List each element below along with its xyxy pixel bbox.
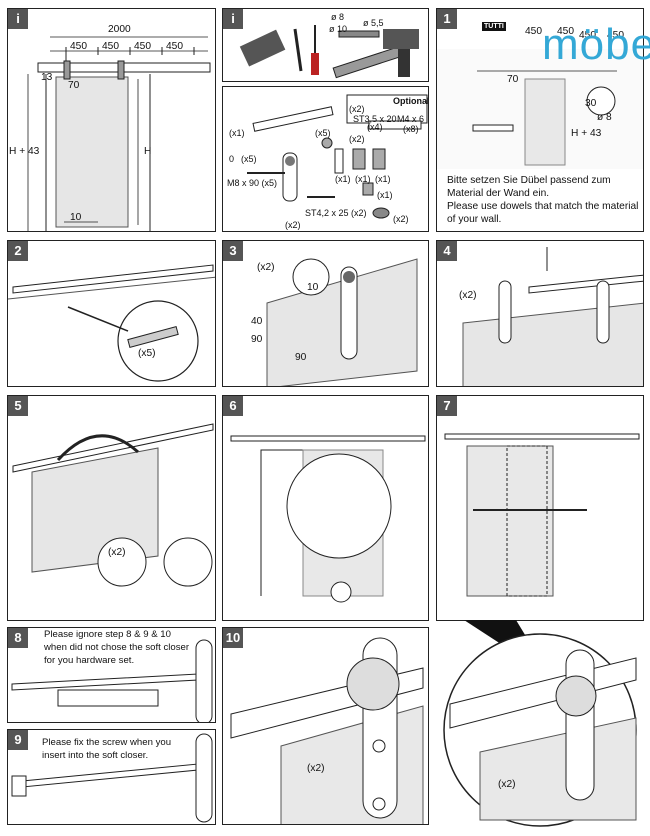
tools-drawing	[239, 25, 419, 79]
fix-screw-drawing	[11, 733, 213, 823]
dim-13: 13	[41, 72, 53, 83]
label-h-plus-43: H + 43	[9, 146, 40, 157]
qty-x2: (x2)	[108, 547, 126, 558]
panel-number: 8	[8, 628, 28, 648]
panel-number: 2	[8, 241, 28, 261]
dim-450-a: 450	[70, 41, 87, 52]
qty-hanger: (x2)	[285, 220, 301, 230]
dim-40: 40	[251, 316, 263, 327]
instruction-text: Please fix the screw when you insert int…	[42, 737, 172, 761]
qty-x2: (x2)	[459, 290, 477, 301]
dimension-drawing	[27, 36, 211, 231]
dim-70: 70	[507, 74, 519, 85]
qty-x2: (x2)	[498, 779, 516, 790]
qty-guide-b: (x1)	[375, 174, 391, 184]
instruction-de: Bitte setzen Sie Dübel passend zum Mater…	[447, 175, 611, 199]
dim-8: ø 8	[597, 112, 612, 123]
label-zero: 0	[229, 154, 235, 164]
panel-number: 4	[437, 241, 457, 261]
panel-i-dimensions: i 2000 450 450 450 450 13 70 H + 43 H 10	[7, 8, 216, 232]
dim-450-b: 450	[102, 41, 119, 52]
qty-floor-guide: (x1)	[377, 190, 393, 200]
tutti-badge: TUTTI	[482, 22, 506, 31]
panel-number: i	[8, 9, 28, 29]
dim-90-vertical: 90	[251, 334, 263, 345]
panel-i-tools: i ø 8 ø 10 ø 5,5	[222, 8, 429, 82]
screw-st42: ST4,2 x 25 (x2)	[305, 208, 367, 218]
label-h-plus-43: H + 43	[571, 128, 602, 139]
panel-parts-list: (x1) (x5) Optional (x2) ST3,5 x 20 (x4) …	[222, 86, 429, 232]
qty-spacer: (x5)	[315, 128, 331, 138]
panel-step-7: 7	[436, 395, 644, 621]
closer-mount-drawing	[230, 637, 424, 824]
detail-callout: (x2)	[440, 620, 640, 830]
panel-step-1: 1 450 450 450 450 70 30 ø 8 H + 43 Bitte…	[436, 8, 644, 232]
drill-10: ø 10	[329, 24, 348, 34]
door-drill-drawing	[266, 258, 418, 386]
panel-number: 5	[8, 396, 28, 416]
dim-10: 10	[307, 282, 319, 293]
panel-step-8: 8 Please ignore step 8 & 9 & 10 when did…	[7, 627, 216, 723]
floor-guide-drawing	[230, 435, 426, 603]
dim-450-d: 450	[166, 41, 183, 52]
panel-step-6: 6	[222, 395, 429, 621]
qty-washer: (x5)	[241, 154, 257, 164]
panel-number: 7	[437, 396, 457, 416]
hang-door-drawing	[462, 247, 643, 386]
panel-number: i	[223, 9, 243, 29]
dim-70: 70	[68, 80, 80, 91]
dim-10: 10	[70, 212, 82, 223]
qty-x2: (x2)	[257, 262, 275, 273]
label-h: H	[144, 146, 152, 157]
qty-rail: (x1)	[229, 128, 245, 138]
label-optional: Optional	[393, 96, 429, 106]
qty-wheel: (x2)	[393, 214, 409, 224]
panel-step-9: 9 Please fix the screw when you insert i…	[7, 729, 216, 825]
panel-number: 3	[223, 241, 243, 261]
qty-x8: (x8)	[403, 124, 419, 134]
panel-step-3: 3 (x2) 10 40 90 90	[222, 240, 429, 387]
qty-screw-small: (x2)	[349, 104, 365, 114]
dim-450-d: 450	[607, 30, 624, 41]
qty-soft-closer: (x2)	[349, 134, 365, 144]
rail-mount-drawing	[8, 264, 215, 382]
panel-step-5: 5 (x2)	[7, 395, 216, 621]
qty-x5: (x5)	[138, 348, 156, 359]
soft-closer-drawing	[11, 639, 213, 722]
dim-450-c: 450	[579, 30, 596, 41]
parts-drawing	[247, 94, 428, 219]
panel-number: 1	[437, 9, 457, 29]
panel-number: 9	[8, 730, 28, 750]
dim-450-a: 450	[525, 26, 542, 37]
lift-door-drawing	[12, 423, 214, 587]
drill-5-5: ø 5,5	[363, 18, 384, 28]
dim-2000: 2000	[108, 24, 131, 35]
dim-450-b: 450	[557, 26, 574, 37]
bolt-m8: M8 x 90 (x5)	[227, 178, 278, 188]
dim-30: 30	[585, 98, 597, 109]
panel-step-10: 10 (x2)	[222, 627, 429, 825]
instruction-text: Please ignore step 8 & 9 & 10 when did n…	[44, 629, 190, 666]
screw-st35: ST3,5 x 20	[353, 114, 397, 124]
door-slide-drawing	[444, 433, 640, 597]
qty-x2: (x2)	[307, 763, 325, 774]
panel-step-4: 4 (x2)	[436, 240, 644, 387]
instruction-en: Please use dowels that match the materia…	[447, 201, 639, 225]
qty-stopper: (x1)	[335, 174, 351, 184]
drill-8: ø 8	[331, 12, 345, 22]
dim-90-horizontal: 90	[295, 352, 307, 363]
screw-m4: M4 x 6	[397, 114, 425, 124]
qty-x4: (x4)	[367, 122, 383, 132]
qty-guide-a: (x1)	[355, 174, 371, 184]
panel-number: 6	[223, 396, 243, 416]
moebel-logo: möbel	[542, 20, 650, 69]
wall-drill-drawing	[437, 49, 643, 169]
dim-450-c: 450	[134, 41, 151, 52]
panel-number: 10	[223, 628, 243, 648]
panel-step-2: 2 (x5)	[7, 240, 216, 387]
callout-drawing	[443, 620, 637, 827]
